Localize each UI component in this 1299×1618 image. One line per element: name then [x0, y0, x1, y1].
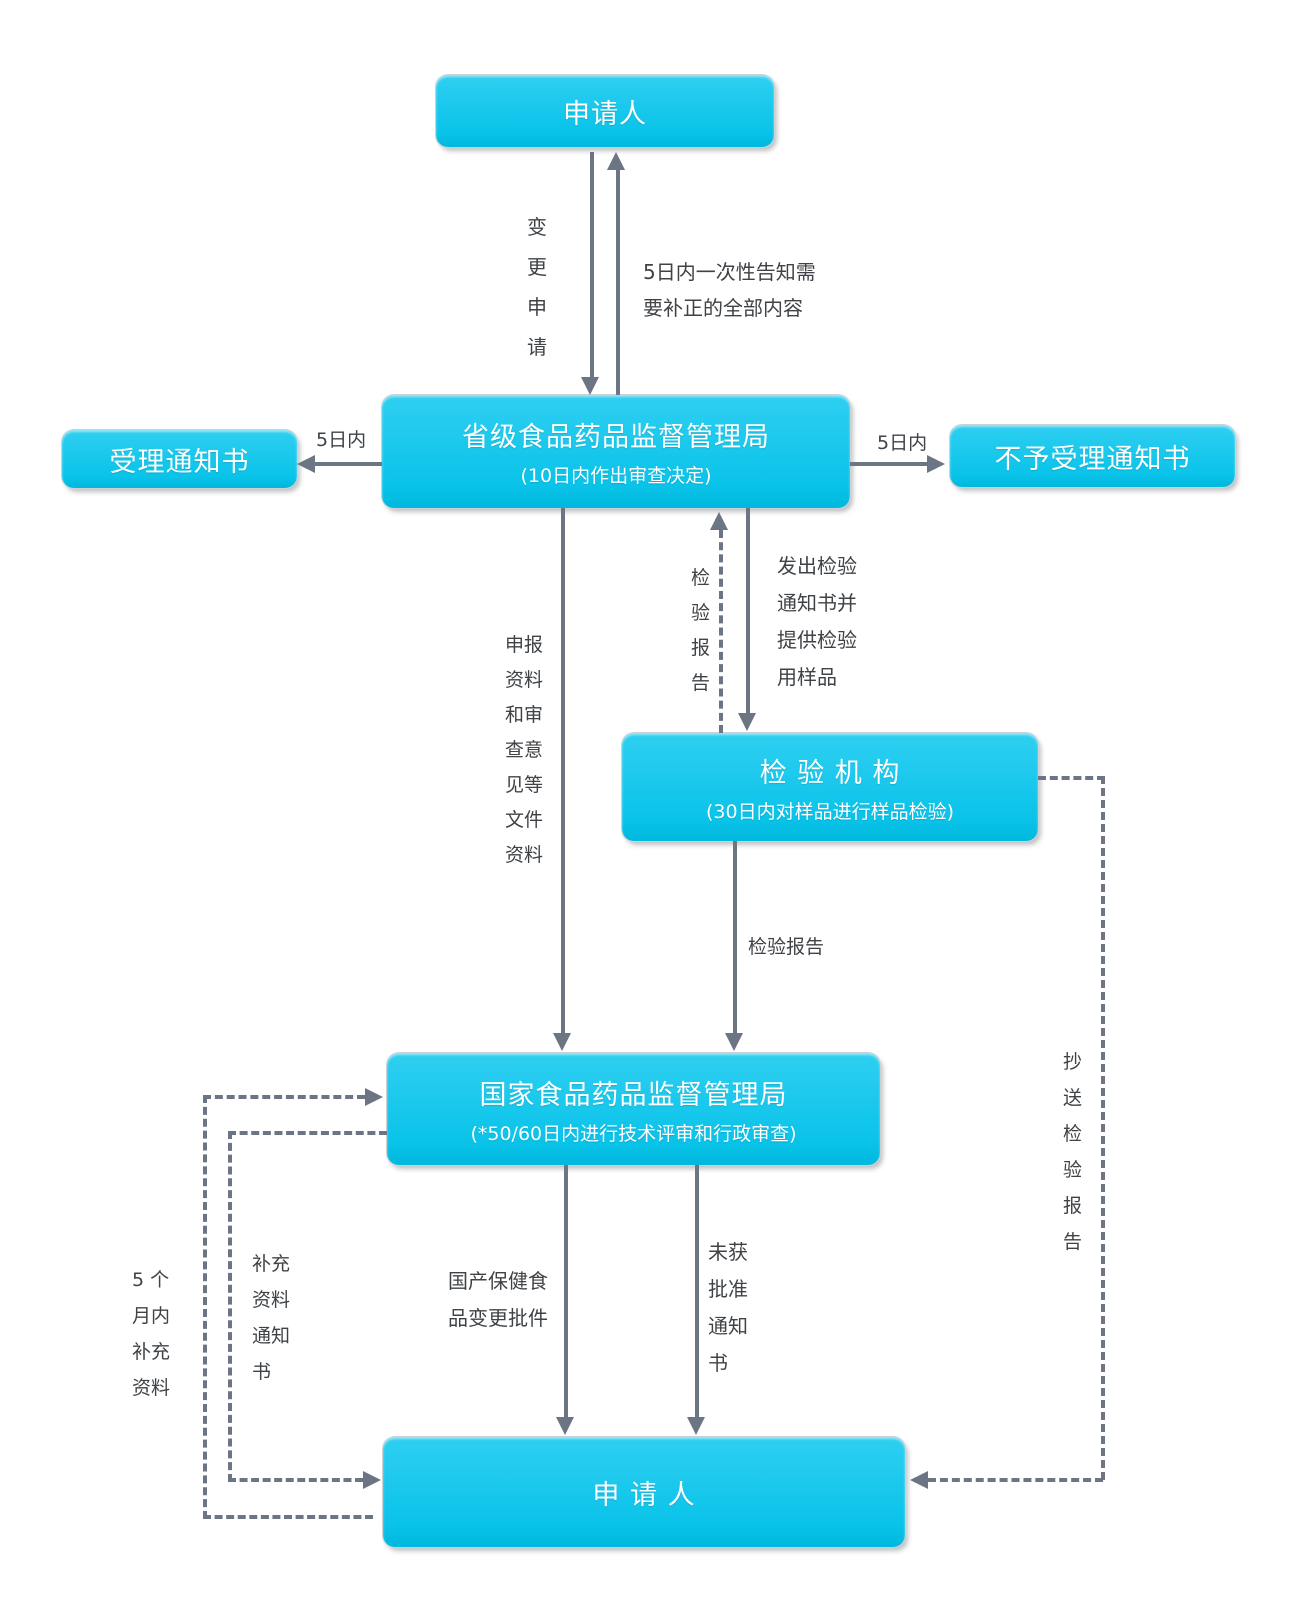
label-five-months-supplement: 5 个 月内 补充 资料 — [132, 1269, 171, 1399]
arrow-acceptance-head — [297, 455, 315, 473]
arrow-supplement-notice-vertical-segment — [228, 1131, 232, 1482]
node-national-fda-subtitle: (*50/60日内进行技术评审和行政审查) — [470, 1122, 797, 1145]
arrow-five-months-vertical-segment — [203, 1095, 207, 1519]
node-inspection-agency: 检 验 机 构 (30日内对样品进行样品检验) — [622, 733, 1038, 841]
node-national-fda: 国家食品药品监督管理局 (*50/60日内进行技术评审和行政审查) — [387, 1053, 880, 1165]
arrow-five-months-bottom-segment — [203, 1515, 373, 1519]
arrow-copy-report-top-segment — [1038, 776, 1105, 780]
node-provincial-fda: 省级食品药品监督管理局 (10日内作出审查决定) — [382, 395, 850, 508]
arrow-not-approved-line — [695, 1165, 699, 1417]
arrow-copy-report-bottom-segment — [928, 1478, 1103, 1482]
arrow-acceptance-line — [315, 462, 382, 466]
arrow-supplement-notice-head — [363, 1471, 381, 1489]
arrow-five-day-notice-line — [616, 170, 620, 395]
node-national-fda-title: 国家食品药品监督管理局 — [479, 1079, 788, 1111]
arrow-five-months-top-segment — [203, 1095, 365, 1099]
arrow-supplement-notice-top-segment — [228, 1131, 387, 1135]
node-provincial-fda-title: 省级食品药品监督管理局 — [462, 422, 770, 453]
label-supplement-notice: 补充 资料 通知 书 — [252, 1253, 291, 1383]
label-change-application: 变 更 申 请 — [527, 215, 547, 359]
arrow-application-docs-line — [561, 508, 565, 1035]
arrow-inspection-report-down-line — [733, 841, 737, 1035]
arrow-change-application-line — [590, 152, 594, 378]
label-five-day-onetime-notice: 5日内一次性告知需 要补正的全部内容 — [643, 260, 816, 320]
label-inspection-report-up: 检 验 报 告 — [691, 567, 711, 694]
arrow-application-docs-head — [553, 1033, 571, 1051]
arrow-approval-certificate-line — [564, 1165, 568, 1417]
label-application-docs: 申报 资料 和审 查意 见等 文件 资料 — [505, 634, 544, 866]
arrow-issue-inspection-head — [738, 713, 756, 731]
node-applicant-bottom: 申 请 人 — [383, 1437, 905, 1547]
arrow-issue-inspection-line — [746, 508, 750, 714]
arrow-five-months-head — [365, 1088, 383, 1106]
node-applicant-top: 申请人 — [436, 75, 774, 147]
node-rejection-notice: 不予受理通知书 — [950, 425, 1235, 487]
arrow-inspection-report-down-head — [725, 1033, 743, 1051]
arrow-change-application-head — [581, 377, 599, 395]
node-inspection-agency-subtitle: (30日内对样品进行样品检验) — [705, 800, 954, 823]
label-five-days-left: 5日内 — [316, 429, 367, 451]
arrow-rejection-head — [927, 455, 945, 473]
arrow-not-approved-head — [687, 1417, 705, 1435]
label-approval-certificate: 国产保健食 品变更批件 — [448, 1269, 548, 1330]
node-applicant-top-title: 申请人 — [563, 98, 647, 130]
node-acceptance-notice-title: 受理通知书 — [109, 446, 250, 478]
arrow-supplement-notice-bottom-segment — [228, 1478, 363, 1482]
node-acceptance-notice: 受理通知书 — [62, 430, 297, 488]
arrow-inspection-report-up-line — [719, 530, 723, 733]
label-not-approved-notice: 未获 批准 通知 书 — [708, 1240, 748, 1375]
node-provincial-fda-subtitle: (10日内作出审查决定) — [520, 465, 712, 487]
arrow-copy-report-vertical-segment — [1101, 776, 1105, 1480]
arrow-inspection-report-up-head — [710, 512, 728, 530]
label-copy-inspection-report: 抄 送 检 验 报 告 — [1063, 1051, 1083, 1253]
arrow-five-day-notice-head — [607, 152, 625, 170]
label-five-days-right: 5日内 — [877, 432, 928, 454]
label-issue-inspection-notice: 发出检验 通知书并 提供检验 用样品 — [777, 554, 857, 689]
node-applicant-bottom-title: 申 请 人 — [592, 1479, 696, 1511]
node-inspection-agency-title: 检 验 机 构 — [759, 757, 901, 789]
label-inspection-report-down: 检验报告 — [748, 936, 825, 958]
arrow-copy-report-head — [910, 1471, 928, 1489]
arrow-rejection-line — [850, 462, 927, 466]
node-rejection-notice-title: 不予受理通知书 — [994, 443, 1191, 475]
arrow-approval-certificate-head — [556, 1417, 574, 1435]
